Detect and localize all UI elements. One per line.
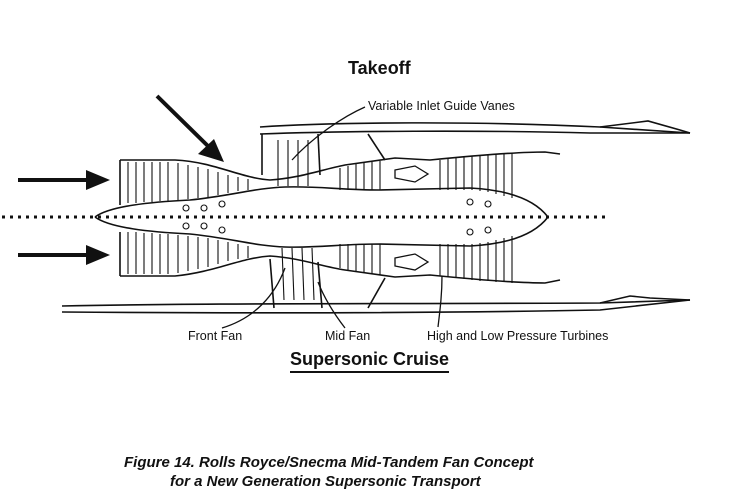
- core-upper: [94, 186, 549, 218]
- leader-front-fan: [221, 267, 286, 329]
- bypass-duct-lower-2: [317, 261, 323, 309]
- nozzle-upper: [599, 120, 691, 134]
- casing-upper: [120, 151, 561, 181]
- nacelle-upper-outer: [259, 122, 691, 134]
- casing-lower: [120, 255, 561, 284]
- nacelle-lower-inner: [61, 299, 691, 314]
- nacelle-lower-outer: [61, 299, 691, 307]
- airflow-arrows: [18, 94, 224, 265]
- figure-caption-line-2: for a New Generation Supersonic Transpor…: [170, 473, 481, 490]
- supersonic-cruise-title: Supersonic Cruise: [290, 349, 450, 373]
- nozzle-lower: [599, 295, 691, 304]
- leader-vigv: [291, 106, 366, 161]
- label-variable-inlet-guide-vanes: Variable Inlet Guide Vanes: [368, 99, 515, 113]
- airflow-arrowhead-upper: [86, 170, 110, 190]
- rotor-disks: [182, 198, 492, 236]
- label-mid-fan: Mid Fan: [325, 329, 371, 343]
- label-turbines: High and Low Pressure Turbines: [427, 329, 609, 343]
- leader-mid-fan: [317, 281, 346, 329]
- engine-casing: [119, 133, 561, 309]
- takeoff-title: Takeoff: [348, 58, 411, 78]
- label-leaders: [221, 106, 443, 329]
- combustor-lower: [394, 253, 430, 271]
- combustors: [394, 165, 430, 271]
- label-front-fan: Front Fan: [188, 329, 243, 343]
- nacelle: [61, 120, 691, 314]
- combustor-upper: [394, 165, 430, 183]
- figure-caption-line-1: Figure 14. Rolls Royce/Snecma Mid-Tandem…: [124, 454, 534, 471]
- strut-upper: [367, 133, 386, 161]
- core-body: [94, 186, 549, 248]
- bypass-duct-upper-2: [317, 133, 321, 176]
- airflow-arrowhead-lower: [86, 245, 110, 265]
- blades-upper: [127, 140, 513, 203]
- airflow-arrow-diagonal: [155, 94, 214, 152]
- airflow-arrowhead-diagonal: [198, 139, 224, 162]
- leader-turbines: [437, 275, 443, 328]
- core-lower: [94, 216, 549, 248]
- nacelle-upper-inner: [259, 130, 690, 135]
- bypass-duct-lower: [269, 258, 275, 309]
- strut-lower: [367, 277, 386, 309]
- blades-lower: [127, 232, 513, 301]
